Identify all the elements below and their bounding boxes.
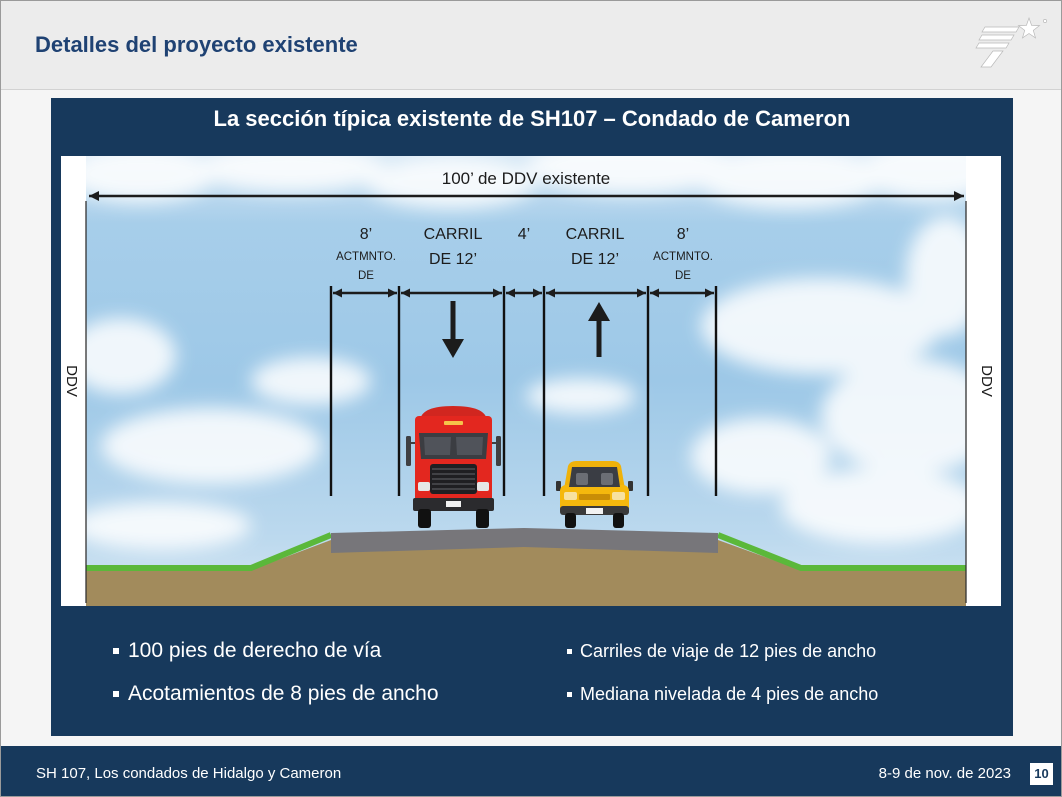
bullet-item: 100 pies de derecho de vía <box>113 638 381 664</box>
segment-1-name-line1: ACTMNTO. <box>336 251 396 263</box>
bullet-item: Mediana nivelada de 4 pies de ancho <box>567 681 878 707</box>
arrow-up-icon <box>588 302 610 357</box>
panel-heading: La sección típica existente de SH107 – C… <box>213 106 851 131</box>
footer-project: SH 107, Los condados de Hidalgo y Camero… <box>36 765 342 782</box>
slide-header: Detalles del proyecto existente <box>1 1 1061 90</box>
segment-2-name: CARRIL <box>424 226 483 243</box>
bullet-text: 100 pies de derecho de vía <box>128 639 382 662</box>
segment-4-name: CARRIL <box>566 226 625 243</box>
car-icon <box>556 461 633 528</box>
bullet-text: Acotamientos de 8 pies de ancho <box>128 682 439 705</box>
segment-3-width: 4’ <box>518 226 530 243</box>
slide-footer: SH 107, Los condados de Hidalgo y Camero… <box>1 746 1061 796</box>
segment-boundaries <box>329 286 718 496</box>
segment-1-width: 8’ <box>360 226 372 243</box>
bullet-text: Mediana nivelada de 4 pies de ancho <box>580 684 879 704</box>
typical-section-diagram: 100’ de DDV existente DDV DDV 8’ ACTMNTO… <box>61 156 1001 606</box>
segment-5-name-line1: ACTMNTO. <box>653 251 713 263</box>
grass-left <box>86 532 333 571</box>
segment-2-width: DE 12’ <box>429 251 477 268</box>
square-bullet-icon <box>567 691 572 697</box>
page-number: 10 <box>1030 763 1053 785</box>
footer-date: 8-9 de nov. de 2023 <box>878 765 1011 782</box>
road-surface <box>331 528 718 553</box>
segment-5-name-line2: DE <box>675 270 691 282</box>
row-label-right: DDV <box>978 365 995 397</box>
row-label-left: DDV <box>63 365 80 397</box>
bullet-item: Acotamientos de 8 pies de ancho <box>113 681 439 707</box>
truck-icon <box>406 406 501 528</box>
ground <box>86 540 966 606</box>
slide-title: Detalles del proyecto existente <box>35 32 358 57</box>
segment-5-width: 8’ <box>677 226 689 243</box>
txdot-star-logo-icon <box>975 16 1047 68</box>
row-width-label: 100’ de DDV existente <box>442 169 611 188</box>
bullet-item: Carriles de viaje de 12 pies de ancho <box>567 638 876 664</box>
square-bullet-icon <box>113 648 119 654</box>
grass-right <box>716 532 966 571</box>
segment-4-width: DE 12’ <box>571 251 619 268</box>
square-bullet-icon <box>113 691 119 697</box>
arrow-down-icon <box>442 301 464 358</box>
segment-labels: 8’ ACTMNTO. DE CARRIL DE 12’ 4’ CARRIL D… <box>336 226 713 282</box>
segment-1-name-line2: DE <box>358 270 374 282</box>
square-bullet-icon <box>567 648 572 654</box>
bullet-text: Carriles de viaje de 12 pies de ancho <box>580 641 877 661</box>
